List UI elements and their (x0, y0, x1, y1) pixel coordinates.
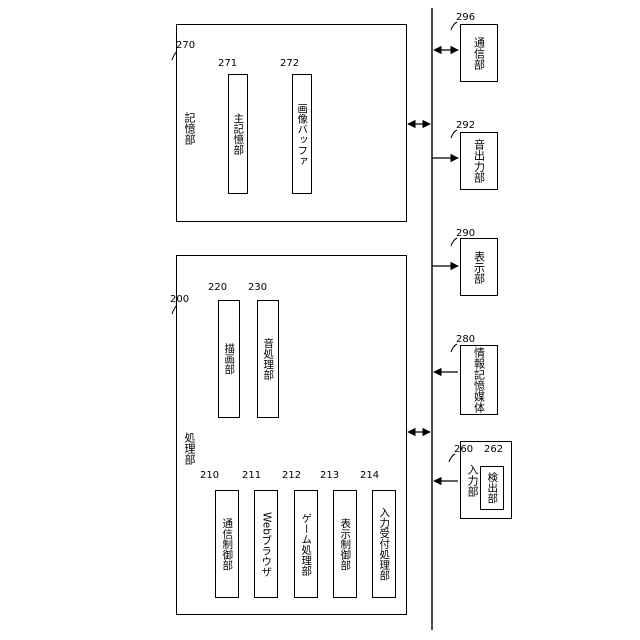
web-browser-box: Webブラウザ (254, 490, 278, 598)
detection-unit-box: 検出部 (480, 466, 504, 510)
sound-output-unit-box: 音出力部 (460, 132, 498, 190)
processing-unit-ref: 200 (170, 294, 189, 305)
comm-control-unit-box: 通信制御部 (215, 490, 239, 598)
info-storage-medium-ref: 280 (456, 334, 475, 345)
storage-unit-ref: 270 (176, 40, 195, 51)
processing-unit-label: 処理部 (184, 432, 195, 465)
sound-processing-unit-label: 音処理部 (263, 338, 274, 380)
sound-output-unit-label: 音出力部 (474, 139, 485, 183)
detection-unit-label: 検出部 (487, 472, 498, 504)
display-control-unit-label: 表示制御部 (340, 518, 351, 571)
web-browser-label: Webブラウザ (261, 512, 272, 577)
game-processing-unit-label: ゲーム処理部 (301, 513, 312, 576)
main-memory-box: 主記憶部 (228, 74, 248, 194)
input-reception-unit-ref: 214 (360, 470, 379, 481)
input-unit-ref: 260 (454, 444, 473, 455)
sound-output-unit-ref: 292 (456, 120, 475, 131)
comm-control-unit-ref: 210 (200, 470, 219, 481)
display-unit-box: 表示部 (460, 238, 498, 296)
communication-unit-box: 通信部 (460, 24, 498, 82)
detection-unit-ref: 262 (484, 444, 503, 455)
info-storage-medium-box: 情報記憶媒体 (460, 345, 498, 415)
drawing-unit-label: 描画部 (224, 343, 235, 375)
communication-unit-ref: 296 (456, 12, 475, 23)
storage-unit-label: 記憶部 (184, 112, 195, 145)
display-control-unit-box: 表示制御部 (333, 490, 357, 598)
display-unit-label: 表示部 (474, 251, 485, 284)
input-reception-unit-label: 入力受付処理部 (379, 507, 390, 581)
drawing-unit-ref: 220 (208, 282, 227, 293)
sound-processing-unit-box: 音処理部 (257, 300, 279, 418)
info-storage-medium-label: 情報記憶媒体 (474, 347, 485, 413)
web-browser-ref: 211 (242, 470, 261, 481)
main-memory-label: 主記憶部 (233, 113, 244, 155)
display-control-unit-ref: 213 (320, 470, 339, 481)
image-buffer-label: 画像バッファ (297, 103, 308, 166)
input-reception-unit-box: 入力受付処理部 (372, 490, 396, 598)
game-processing-unit-box: ゲーム処理部 (294, 490, 318, 598)
input-unit-label: 入力部 (467, 464, 478, 497)
comm-control-unit-label: 通信制御部 (222, 518, 233, 571)
main-memory-ref: 271 (218, 58, 237, 69)
display-unit-ref: 290 (456, 228, 475, 239)
communication-unit-label: 通信部 (474, 37, 485, 70)
sound-processing-unit-ref: 230 (248, 282, 267, 293)
image-buffer-box: 画像バッファ (292, 74, 312, 194)
drawing-unit-box: 描画部 (218, 300, 240, 418)
image-buffer-ref: 272 (280, 58, 299, 69)
game-processing-unit-ref: 212 (282, 470, 301, 481)
